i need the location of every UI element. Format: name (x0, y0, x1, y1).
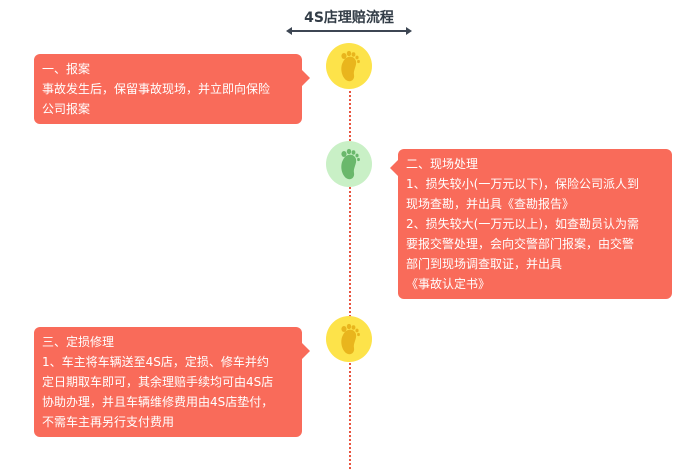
step-2-node (326, 141, 372, 187)
step-2-text: 现场查勘，并出具《查勘报告》 (406, 197, 575, 211)
title-underline (290, 30, 408, 32)
title-underline-left-cap (286, 27, 292, 35)
step-3-text: 协助办理，并且车辆维修费用由4S店垫付， (42, 395, 274, 409)
step-3-heading: 三、定损修理 (42, 335, 115, 349)
step-2-text: 部门到现场调查取证，并出具 (406, 257, 563, 271)
diagram-title-block: 4S店理赔流程 (286, 4, 412, 35)
step-1-text: 公司报案 (42, 102, 91, 116)
diagram-title: 4S店理赔流程 (304, 10, 394, 26)
timeline-axis (349, 86, 351, 469)
step-1-text: 事故发生后，保留事故现场，并立即向保险 (42, 82, 271, 96)
footprint-icon (341, 50, 360, 82)
footprint-icon (341, 148, 360, 180)
step-3-node (326, 316, 372, 362)
footprint-icon (341, 323, 360, 355)
step-1-card: 一、报案 事故发生后，保留事故现场，并立即向保险 公司报案 (34, 54, 310, 124)
step-3-card: 三、定损修理 1、车主将车辆送至4S店，定损、修车并约 定日期取车即可，其余理赔… (34, 327, 310, 437)
step-3-text: 定日期取车即可，其余理赔手续均可由4S店 (42, 375, 274, 389)
step-2-heading: 二、现场处理 (406, 157, 479, 171)
step-1-node (326, 43, 372, 89)
step-1-heading: 一、报案 (42, 62, 91, 76)
step-2-text: 1、损失较小(一万元以下)，保险公司派人到 (406, 177, 639, 191)
step-2-card: 二、现场处理 1、损失较小(一万元以下)，保险公司派人到 现场查勘，并出具《查勘… (390, 149, 672, 299)
step-2-text: 2、损失较大(一万元以上)，如查勘员认为需 (406, 217, 639, 231)
step-3-text: 1、车主将车辆送至4S店，定损、修车并约 (42, 355, 269, 369)
step-3-text: 不需车主再另行支付费用 (42, 415, 175, 429)
title-underline-right-cap (406, 27, 412, 35)
step-2-text: 《事故认定书》 (406, 277, 491, 291)
step-2-text: 要报交警处理，会向交警部门报案，由交警 (406, 237, 635, 251)
